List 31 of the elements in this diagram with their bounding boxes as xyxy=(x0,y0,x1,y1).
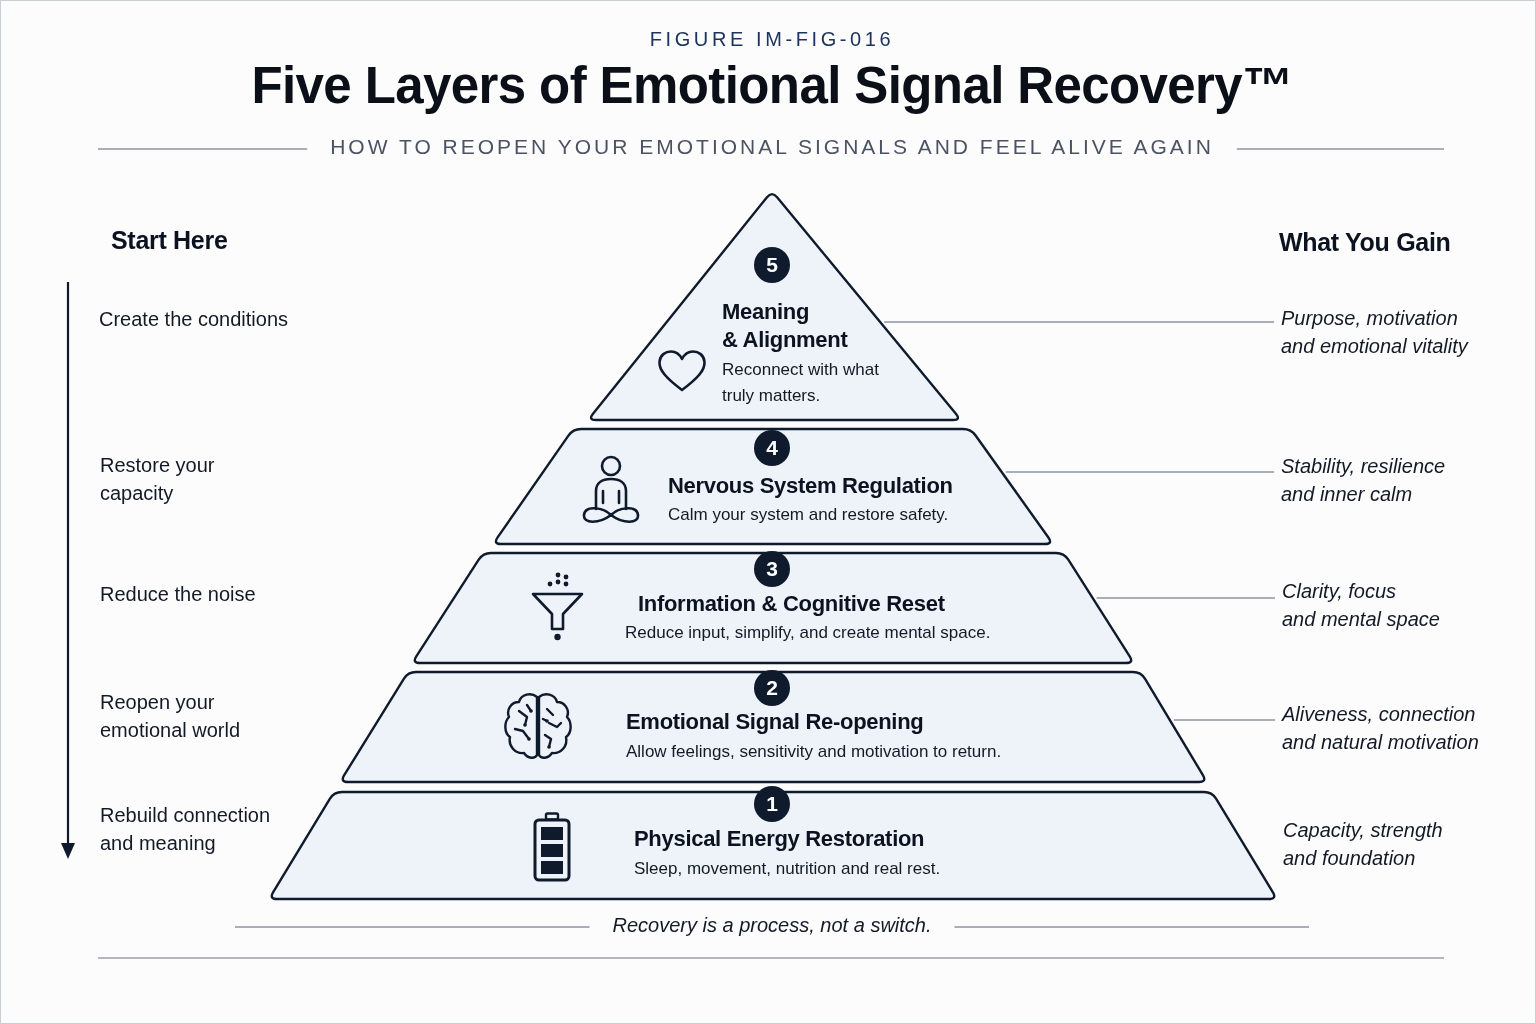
tier-title: Meaning & Alignment xyxy=(722,298,849,354)
caption-text: Recovery is a process, not a switch. xyxy=(612,914,932,937)
column-heading: What You Gain xyxy=(1279,228,1451,257)
tier-title: Emotional Signal Re-opening xyxy=(626,708,924,736)
leader-line xyxy=(883,321,1275,323)
tier-title: Information & Cognitive Reset xyxy=(638,590,945,618)
tier-title: Physical Energy Restoration xyxy=(634,825,925,853)
step-number: 1 xyxy=(754,786,790,822)
leader-line xyxy=(1004,471,1275,473)
leader-line xyxy=(1173,719,1276,721)
tier-description: Sleep, movement, nutrition and real rest. xyxy=(634,858,941,880)
tier-description: Reduce input, simplify, and create mental space. xyxy=(625,622,991,644)
subtitle: HOW TO REOPEN YOUR EMOTIONAL SIGNALS AND FEEL ALIVE AGAIN xyxy=(330,135,1214,159)
gain-text: Purpose, motivation and emotional vitality xyxy=(1281,304,1468,360)
step-text: Reduce the noise xyxy=(100,582,256,607)
tier-title: Nervous System Regulation xyxy=(668,472,953,500)
figure-title: Five Layers of Emotional Signal Recovery™ xyxy=(251,56,1293,115)
gain-text: Aliveness, connection and natural motivation xyxy=(1282,700,1479,756)
figure-number: FIGURE IM-FIG-016 xyxy=(649,28,895,51)
tier-description: Reconnect with what truly matters. xyxy=(722,359,880,407)
step-text: Create the conditions xyxy=(99,307,288,332)
step-text: Restore your capacity xyxy=(100,453,215,506)
gain-text: Clarity, focus and mental space xyxy=(1282,577,1440,633)
leader-line xyxy=(1095,597,1276,599)
gain-text: Capacity, strength and foundation xyxy=(1283,818,1443,871)
step-text: Reopen your emotional world xyxy=(100,690,241,743)
gain-text: Stability, resilience and inner calm xyxy=(1281,452,1446,508)
tier-description: Calm your system and restore safety. xyxy=(668,504,949,526)
step-text: Rebuild connection and meaning xyxy=(100,803,271,856)
column-heading: Start Here xyxy=(111,226,228,255)
tier-description: Allow feelings, sensitivity and motivation to return. xyxy=(626,741,1002,763)
